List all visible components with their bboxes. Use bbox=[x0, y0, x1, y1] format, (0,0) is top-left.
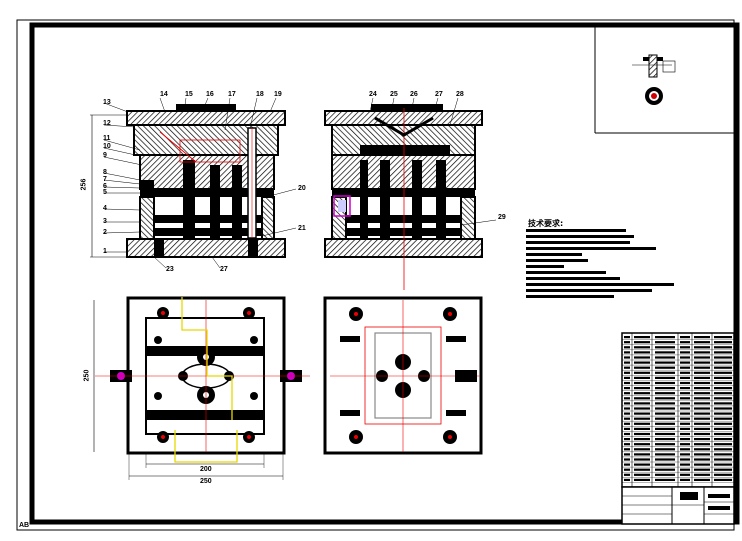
part-label: 24 bbox=[369, 91, 377, 98]
plan-view-moving-half bbox=[93, 296, 310, 480]
drawing-border bbox=[29, 22, 740, 525]
part-label: 26 bbox=[410, 91, 418, 98]
part-label: 7 bbox=[103, 176, 107, 183]
front-section-view bbox=[90, 104, 286, 258]
part-label: 17 bbox=[228, 91, 236, 98]
detail-view bbox=[632, 54, 676, 105]
part-label: 18 bbox=[256, 91, 264, 98]
part-label: 11 bbox=[103, 135, 111, 142]
part-label: 15 bbox=[185, 91, 193, 98]
part-label: 21 bbox=[298, 225, 306, 232]
dimension-height-plan: 250 bbox=[83, 369, 91, 382]
part-label: 19 bbox=[274, 91, 282, 98]
part-label: 29 bbox=[498, 214, 506, 221]
part-label: 13 bbox=[103, 99, 111, 106]
part-label: 27 bbox=[220, 266, 228, 273]
technical-requirements-lines bbox=[526, 229, 674, 298]
part-label: 4 bbox=[103, 205, 107, 212]
dimension-width-inner: 200 bbox=[200, 466, 212, 473]
part-label: 27 bbox=[435, 91, 443, 98]
part-label: 20 bbox=[298, 185, 306, 192]
part-label: 23 bbox=[166, 266, 174, 273]
parts-list-table bbox=[621, 332, 735, 525]
dimension-width-outer: 250 bbox=[200, 478, 212, 485]
technical-requirements-title: 技术要求: bbox=[528, 219, 564, 228]
part-label: 1 bbox=[103, 248, 107, 255]
part-label: 5 bbox=[103, 189, 107, 196]
plan-view-fixed-half bbox=[323, 296, 483, 455]
part-label: 28 bbox=[456, 91, 464, 98]
dimension-height-left: 256 bbox=[80, 178, 88, 191]
part-label: 3 bbox=[103, 218, 107, 225]
part-label: 14 bbox=[160, 91, 168, 98]
side-section-view bbox=[324, 104, 483, 290]
part-label: 10 bbox=[103, 143, 111, 150]
part-label: 16 bbox=[206, 91, 214, 98]
part-label: 2 bbox=[103, 229, 107, 236]
part-label: 9 bbox=[103, 152, 107, 159]
leader-lines-right bbox=[153, 97, 497, 269]
part-label: 25 bbox=[390, 91, 398, 98]
part-label: 6 bbox=[103, 183, 107, 190]
part-label: 12 bbox=[103, 120, 111, 127]
corner-mark: AB bbox=[19, 522, 30, 529]
part-label: 8 bbox=[103, 169, 107, 176]
leader-lines-left bbox=[103, 97, 297, 253]
